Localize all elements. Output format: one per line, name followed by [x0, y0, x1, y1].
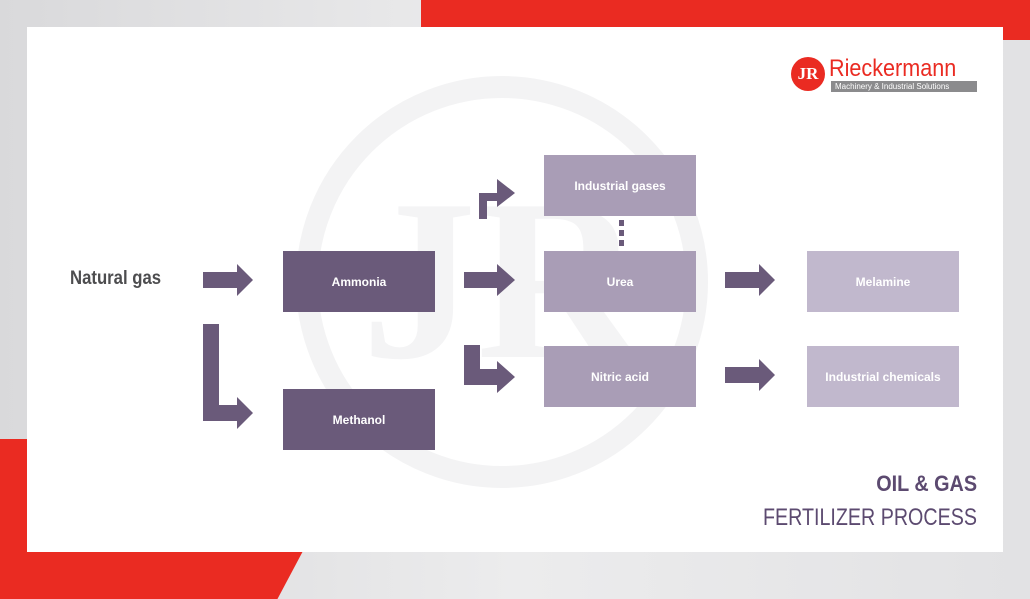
source-natural-gas: Natural gas [70, 268, 162, 289]
node-industrial-gases: Industrial gases [544, 155, 696, 216]
arrow-elbow-icon [203, 324, 253, 429]
node-melamine: Melamine [807, 251, 959, 312]
node-ammonia: Ammonia [283, 251, 435, 312]
logo-tagline: Machinery & Industrial Solutions [831, 81, 977, 92]
node-urea: Urea [544, 251, 696, 312]
slide-title-line1: OIL & GAS [876, 471, 977, 496]
brand-logo: JR Rieckermann Machinery & Industrial So… [791, 55, 981, 97]
arrow-right-icon [203, 264, 253, 296]
flow-arrows [203, 179, 775, 429]
slide-title-line2: FERTILIZER PROCESS [763, 504, 977, 531]
node-industrial-chemicals: Industrial chemicals [807, 346, 959, 407]
logo-name: Rieckermann [829, 55, 957, 82]
logo-mark-icon: JR [791, 57, 825, 91]
arrow-elbow-icon [464, 345, 515, 393]
node-methanol: Methanol [283, 389, 435, 450]
arrow-elbow-icon [464, 179, 515, 219]
slide-card: JR JR Rieckermann Machinery & Industrial… [27, 27, 1003, 552]
arrow-right-icon [725, 359, 775, 391]
arrow-right-icon [464, 264, 515, 296]
dashed-connector [619, 220, 624, 247]
node-nitric-acid: Nitric acid [544, 346, 696, 407]
arrow-right-icon [725, 264, 775, 296]
